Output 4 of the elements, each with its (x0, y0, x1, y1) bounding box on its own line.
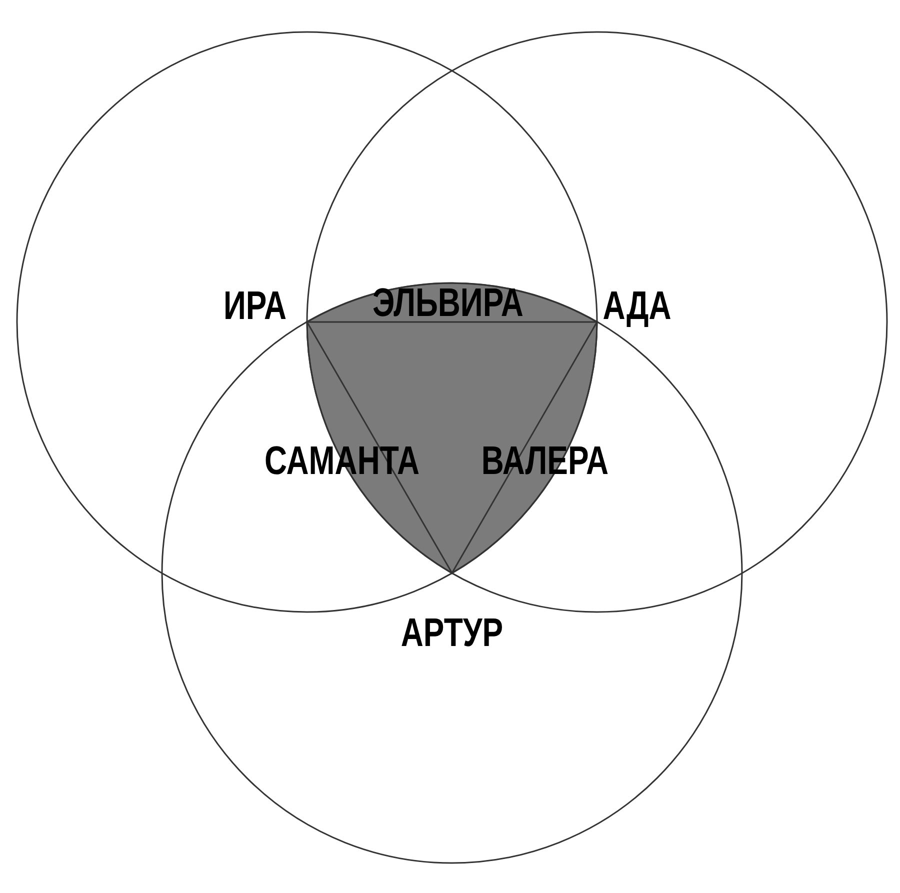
name-label: ЭЛЬВИРА (372, 283, 524, 323)
name-label: ИРА (223, 286, 287, 326)
name-label: АДА (602, 286, 672, 326)
name-label: АРТУР (400, 613, 504, 653)
